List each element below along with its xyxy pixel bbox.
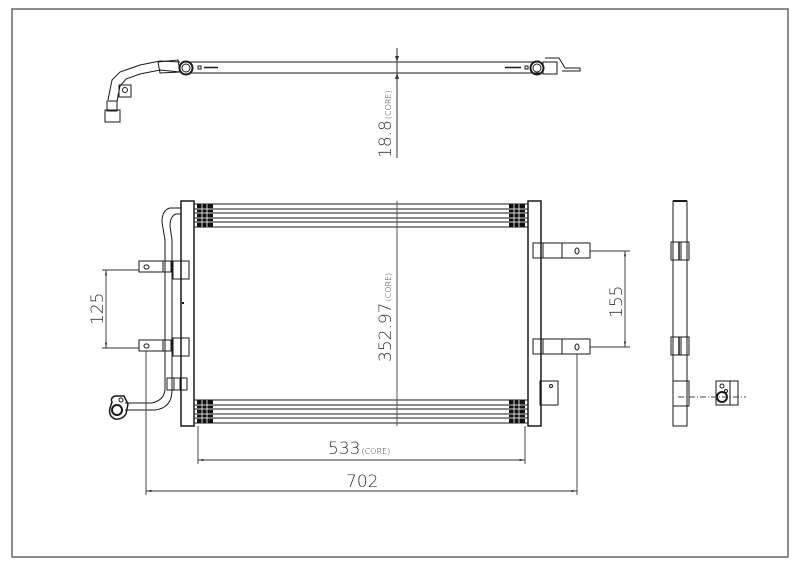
right-bracket-spacing-dimline — [590, 250, 630, 348]
overall-width-dimline — [145, 351, 578, 495]
right-bracket-spacing-label: 155 — [607, 286, 627, 318]
overall-width-label: 702 — [346, 472, 378, 492]
left-bracket-spacing-label: 125 — [88, 293, 108, 325]
core-height-dimension: 352.97(CORE) — [376, 273, 396, 362]
top-view — [104, 48, 581, 158]
side-view — [670, 200, 746, 427]
core-depth-dimension: 18.8(CORE) — [376, 90, 396, 158]
core-width-dimline — [197, 426, 526, 464]
core-width-label: 533(CORE) — [328, 439, 390, 459]
front-view — [108, 200, 591, 427]
left-bracket-spacing-dimline — [102, 269, 139, 349]
frame-border — [11, 8, 789, 558]
